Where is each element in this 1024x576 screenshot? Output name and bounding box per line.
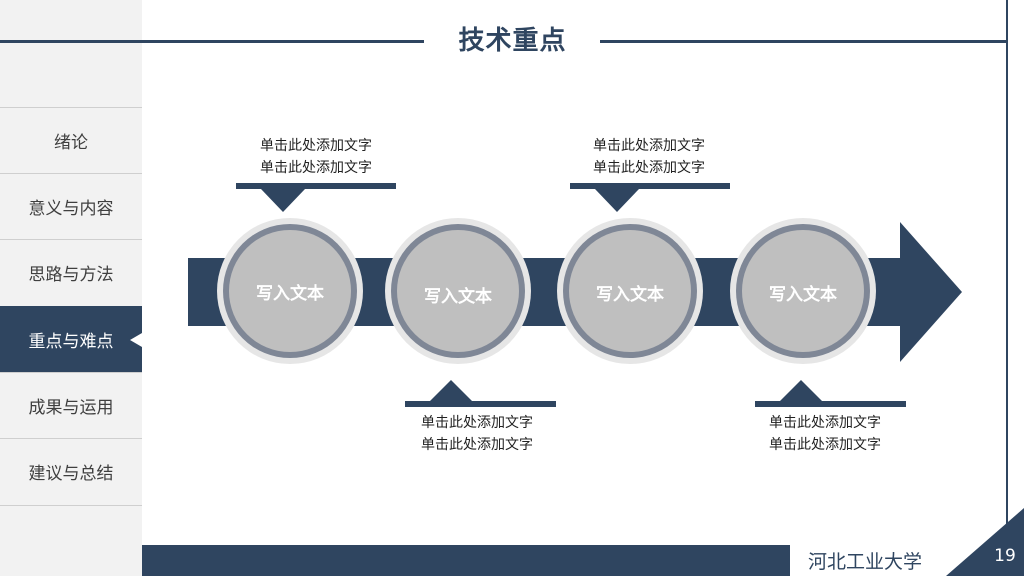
callout-text-3[interactable]: 单击此处添加文字 单击此处添加文字 bbox=[564, 135, 734, 179]
active-indicator-icon bbox=[130, 333, 142, 347]
corner-triangle bbox=[946, 508, 1024, 576]
callout-pointer-2 bbox=[405, 380, 556, 407]
callout-line: 单击此处添加文字 bbox=[260, 160, 372, 176]
step-label-2: 写入文本 bbox=[424, 287, 492, 307]
sidebar-item-conclusion[interactable]: 建议与总结 bbox=[0, 438, 142, 504]
step-label-1: 写入文本 bbox=[256, 284, 324, 304]
callout-line: 单击此处添加文字 bbox=[260, 138, 372, 154]
sidebar-item-label: 绪论 bbox=[54, 133, 88, 153]
sidebar-item-label: 建议与总结 bbox=[28, 464, 114, 484]
callout-line: 单击此处添加文字 bbox=[593, 138, 705, 154]
step-circle-3 bbox=[557, 218, 703, 364]
sidebar-item-results[interactable]: 成果与运用 bbox=[0, 372, 142, 438]
sidebar-item-methods[interactable]: 思路与方法 bbox=[0, 239, 142, 305]
callout-text-4[interactable]: 单击此处添加文字 单击此处添加文字 bbox=[740, 412, 910, 456]
page-number: 19 bbox=[994, 546, 1016, 566]
title-rule-left bbox=[0, 40, 424, 43]
callout-line: 单击此处添加文字 bbox=[593, 160, 705, 176]
callout-line: 单击此处添加文字 bbox=[421, 415, 533, 431]
sidebar: 绪论 意义与内容 思路与方法 重点与难点 成果与运用 建议与总结 bbox=[0, 0, 142, 576]
step-circle-1 bbox=[217, 218, 363, 364]
sidebar-item-label: 思路与方法 bbox=[28, 265, 114, 285]
title-rule-right bbox=[600, 40, 1008, 43]
school-name: 河北工业大学 bbox=[807, 551, 922, 573]
callout-line: 单击此处添加文字 bbox=[769, 415, 881, 431]
step-label-4: 写入文本 bbox=[769, 285, 837, 305]
callout-text-2[interactable]: 单击此处添加文字 单击此处添加文字 bbox=[392, 412, 562, 456]
callout-pointer-1 bbox=[236, 183, 396, 212]
page-title: 技术重点 bbox=[458, 26, 567, 56]
callout-pointer-4 bbox=[755, 380, 906, 407]
sidebar-item-label: 成果与运用 bbox=[28, 398, 114, 418]
right-border-line bbox=[1006, 0, 1008, 576]
sidebar-item-label: 重点与难点 bbox=[28, 332, 114, 352]
step-label-3: 写入文本 bbox=[596, 285, 664, 305]
sidebar-item-intro[interactable]: 绪论 bbox=[0, 107, 142, 173]
callout-line: 单击此处添加文字 bbox=[769, 437, 881, 453]
footer-bar bbox=[142, 545, 790, 576]
callout-pointer-3 bbox=[570, 183, 730, 212]
callout-line: 单击此处添加文字 bbox=[421, 437, 533, 453]
sidebar-item-significance[interactable]: 意义与内容 bbox=[0, 173, 142, 239]
callout-text-1[interactable]: 单击此处添加文字 单击此处添加文字 bbox=[231, 135, 401, 179]
sidebar-item-label: 意义与内容 bbox=[28, 199, 114, 219]
sidebar-item-key-points[interactable]: 重点与难点 bbox=[0, 306, 142, 372]
step-circle-2 bbox=[385, 218, 531, 364]
step-circle-4 bbox=[730, 218, 876, 364]
sidebar-divider bbox=[0, 505, 142, 506]
